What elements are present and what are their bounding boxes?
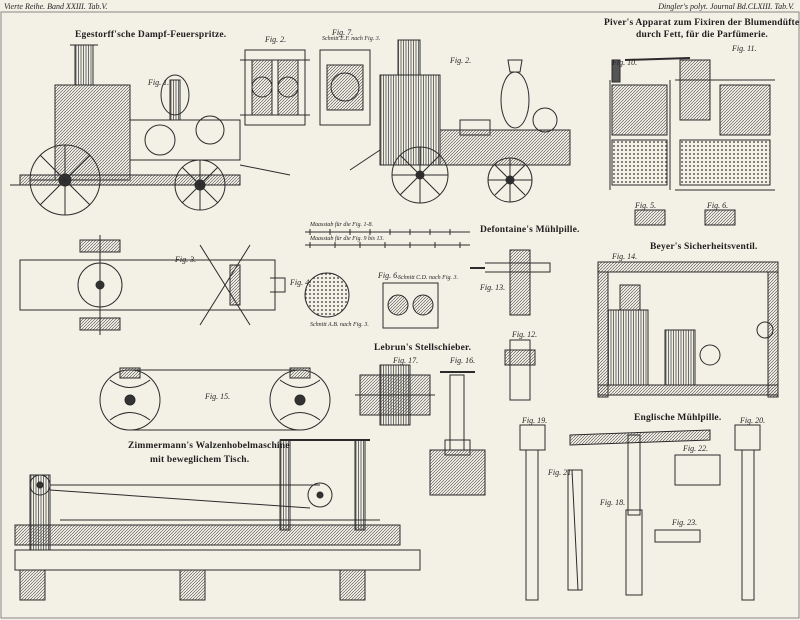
fig12-fig13-defontaine-drawing xyxy=(470,249,551,401)
fig6-drawing xyxy=(382,282,439,329)
figure-label-19: Fig. 19. xyxy=(522,416,548,425)
figure-label-18: Fig. 18. xyxy=(600,498,626,507)
title-zimmermann-line2: mit beweglichem Tisch. xyxy=(150,455,250,465)
fig15-drawing xyxy=(99,367,331,431)
figure-label-6: Fig. 6. xyxy=(707,201,729,210)
fig2-side-elevation-drawing xyxy=(349,39,571,204)
zimmermann-planer-drawing xyxy=(14,439,421,601)
fig11-piver-apparatus-drawing xyxy=(675,59,775,191)
figure-label-5: Fig. 5. xyxy=(635,201,657,210)
figure-label-21: Fig. 21. xyxy=(548,468,574,477)
title-defontaine: Defontaine's Mühlpille. xyxy=(480,225,580,235)
figure-label-22: Fig. 22. xyxy=(683,444,709,453)
fig14-beyer-valve-drawing xyxy=(597,261,779,398)
figure-label-17: Fig. 17. xyxy=(393,356,419,365)
fig18-englische-drawing xyxy=(569,429,711,596)
plate-header-right: Dingler's polyt. Journal Bd.CLXIII. Tab.… xyxy=(658,2,794,11)
figure-label-7: Fig. 7. xyxy=(332,28,354,37)
fig20-drawing xyxy=(734,424,761,601)
title-piver-line1: Piver's Apparat zum Fixiren der Blumendü… xyxy=(604,18,800,28)
figure-label-3: Fig. 3. xyxy=(175,255,197,264)
fig10-piver-apparatus-drawing xyxy=(609,57,691,190)
note-schnitt-cd: Schnitt C.D. nach Fig. 3. xyxy=(398,275,458,281)
fig19-drawing xyxy=(519,424,546,601)
fig16-lebrun-drawing xyxy=(429,371,486,496)
note-massstab-1: Maasstab für die Fig. 1-8. xyxy=(310,222,373,228)
figure-label-11: Fig. 11. xyxy=(732,44,757,53)
figure-label-14: Fig. 14. xyxy=(612,252,638,261)
figure-label-20: Fig. 20. xyxy=(740,416,766,425)
title-lebrun: Lebrun's Stellschieber. xyxy=(374,343,472,353)
fig23-drawing xyxy=(654,529,701,543)
figure-label-2-small: Fig. 2. xyxy=(265,35,287,44)
title-englische: Englische Mühlpille. xyxy=(634,413,722,423)
fig3-plan-drawing xyxy=(19,235,286,335)
note-schnitt-ef: Schnitt E.F. nach Fig. 3. xyxy=(322,36,381,42)
title-beyer: Beyer's Sicherheitsventil. xyxy=(650,242,758,252)
figure-label-6b: Fig. 6. xyxy=(378,271,400,280)
figure-label-1: Fig. 1. xyxy=(148,78,170,87)
figure-label-12: Fig. 12. xyxy=(512,330,538,339)
fig8-fig9-small-drawings xyxy=(634,209,736,226)
figure-label-15: Fig. 15. xyxy=(205,392,231,401)
title-zimmermann-line1: Zimmermann's Walzenhobelmaschine xyxy=(128,441,290,451)
fig1-fire-engine-drawing xyxy=(10,44,291,216)
note-massstab-2: Maasstab für die Fig. 9 bis 13. xyxy=(310,236,385,242)
figure-label-23: Fig. 23. xyxy=(672,518,698,527)
figure-label-13: Fig. 13. xyxy=(480,283,506,292)
fig7-section-drawing xyxy=(319,49,371,126)
figure-label-4: Fig. 4. xyxy=(290,278,312,287)
figure-label-2: Fig. 2. xyxy=(450,56,472,65)
fig4-circular-section-drawing xyxy=(304,272,350,318)
fig17-lebrun-drawing xyxy=(355,364,435,426)
note-schnitt-ab: Schnitt A.B. nach Fig. 3. xyxy=(310,322,369,328)
scale-bars xyxy=(305,229,470,248)
plate-header-left: Vierte Reihe. Band XXIII. Tab.V. xyxy=(4,2,108,11)
fig21-drawing xyxy=(567,469,583,591)
title-egestorff: Egestorff'sche Dampf-Feuerspritze. xyxy=(75,30,227,40)
figure-label-16: Fig. 16. xyxy=(450,356,476,365)
fig22-drawing xyxy=(674,454,721,486)
fig2-section-drawing xyxy=(240,49,310,126)
title-piver-line2: durch Fett, für die Parfümerie. xyxy=(636,30,768,40)
figure-label-10: Fig. 10. xyxy=(612,58,638,67)
